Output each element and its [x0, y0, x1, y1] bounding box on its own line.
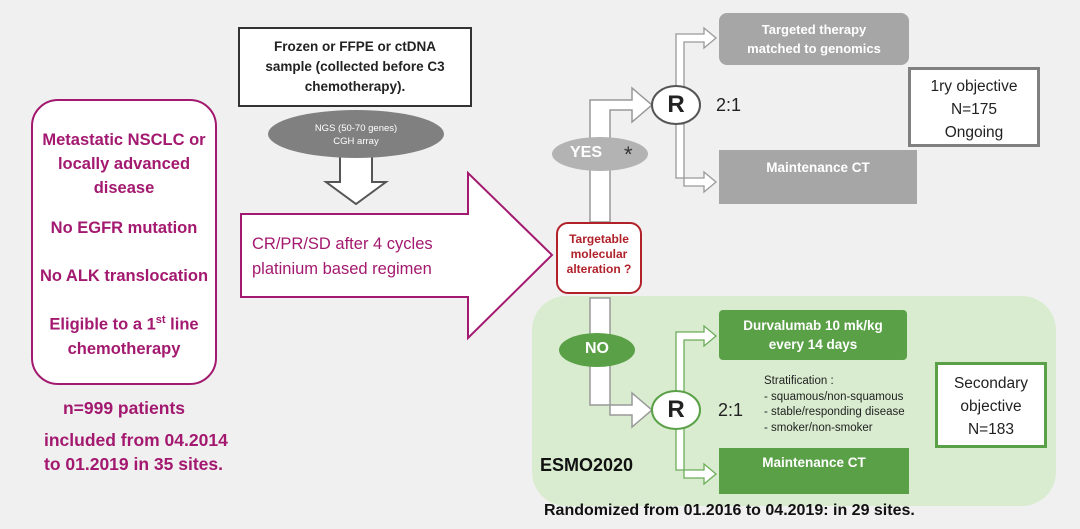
- no-arm-durvalumab: Durvalumab 10 mk/kg every 14 days: [719, 310, 907, 360]
- criterion-eligible: Eligible to a 1st line chemotherapy: [49, 314, 199, 358]
- patients-count: n=999 patients: [62, 398, 186, 418]
- esmo-tag: ESMO2020: [540, 455, 634, 475]
- yes-down-branch-arrow: [675, 123, 718, 194]
- criterion-no-egfr: No EGFR mutation: [50, 219, 198, 237]
- ngs-line2: CGH array: [333, 136, 379, 147]
- yes-label: YES: [570, 144, 603, 161]
- stratification-item: - squamous/non-squamous: [764, 390, 904, 403]
- criteria-box: Metastatic NSCLC or locally advanced dis…: [34, 128, 214, 361]
- criterion-metastatic: Metastatic NSCLC or locally advanced dis…: [42, 131, 206, 197]
- stratification-item: - smoker/non-smoker: [764, 421, 873, 434]
- randomization-footer: Randomized from 01.2016 to 04.2019: in 2…: [544, 502, 915, 519]
- yes-asterisk: *: [624, 142, 633, 167]
- yes-randomization-circle: [651, 85, 701, 125]
- yes-randomization-r: R: [667, 91, 685, 118]
- sample-box-text: Frozen or FFPE or ctDNA sample (collecte…: [265, 39, 445, 94]
- secondary-objective-box: Secondary objective N=183: [935, 362, 1047, 448]
- yes-arm-targeted-therapy: Targeted therapy matched to genomics: [719, 13, 909, 65]
- big-arrow-text: CR/PR/SD after 4 cycles platinium based …: [252, 235, 433, 278]
- stratification-list: Stratification : - squamous/non-squamous…: [764, 374, 905, 436]
- no-oval-shape: [559, 333, 635, 367]
- inclusion-period: included from 04.2014 to 01.2019 in 35 s…: [44, 430, 228, 474]
- decision-box: Targetable molecular alteration ?: [556, 222, 642, 294]
- criteria-box-outline: [31, 99, 217, 385]
- yes-ratio: 2:1: [716, 95, 742, 115]
- big-right-arrow: [240, 170, 554, 341]
- no-down-branch-arrow: [675, 427, 718, 486]
- criterion-no-alk: No ALK translocation: [39, 267, 209, 285]
- stratification-title: Stratification :: [764, 375, 834, 387]
- sample-box: Frozen or FFPE or ctDNA sample (collecte…: [238, 27, 472, 107]
- yes-arm-maintenance-ct: Maintenance CT: [719, 150, 917, 204]
- no-randomization-r: R: [667, 396, 685, 423]
- yes-up-branch-arrow: [675, 26, 718, 89]
- stratification-item: - stable/responding disease: [764, 406, 905, 418]
- ngs-line1: NGS (50-70 genes): [314, 123, 398, 134]
- no-randomization-circle: [651, 390, 701, 430]
- no-branch-panel: [532, 296, 1056, 506]
- primary-objective-box: 1ry objective N=175 Ongoing: [908, 67, 1040, 147]
- ngs-oval: NGS (50-70 genes) CGH array: [268, 122, 444, 148]
- no-arm-maintenance-ct: Maintenance CT: [719, 448, 909, 494]
- no-label: NO: [585, 340, 609, 357]
- no-ratio: 2:1: [718, 400, 744, 420]
- decision-text: Targetable molecular alteration ?: [566, 232, 632, 276]
- no-up-branch-arrow: [675, 324, 718, 393]
- ngs-oval-shape: [268, 110, 444, 158]
- yes-oval-shape: [552, 137, 648, 171]
